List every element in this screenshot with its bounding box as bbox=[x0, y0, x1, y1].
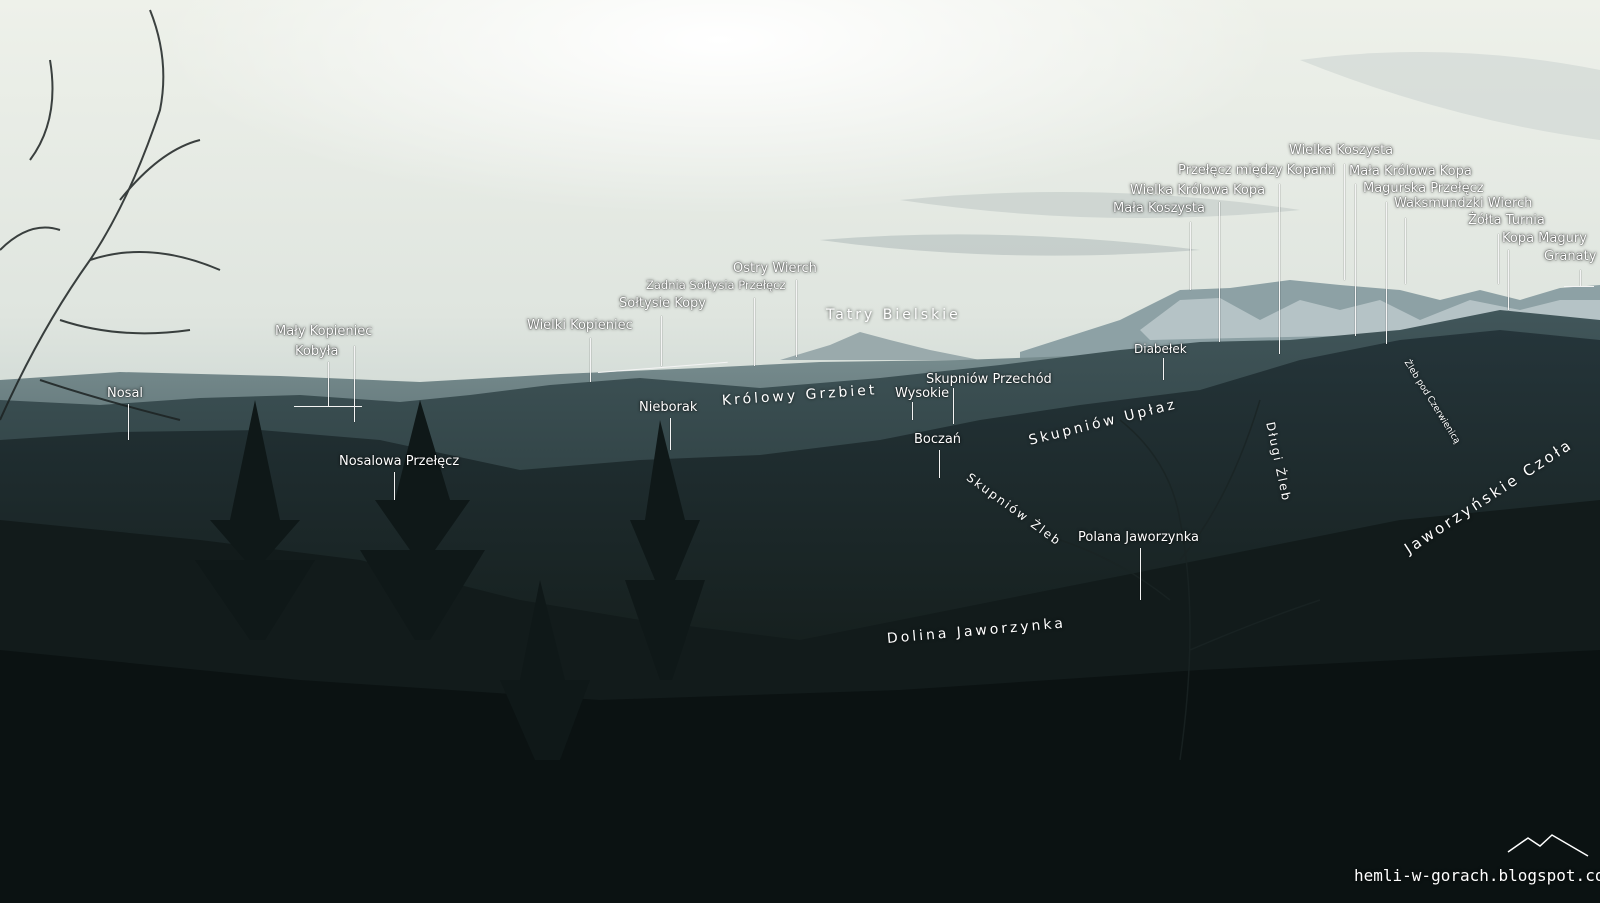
leader-maly-kopieniec bbox=[328, 362, 329, 406]
label-wielki-kopieniec: Wielki Kopieniec bbox=[527, 318, 633, 333]
leader-granaty bbox=[1580, 270, 1581, 286]
leader-soltysie-kopy bbox=[661, 316, 662, 366]
label-mala-krolowa-kopa: Mała Królowa Kopa bbox=[1349, 164, 1472, 179]
leader-granaty-base bbox=[1564, 286, 1594, 287]
label-polana-jaworzynka: Polana Jaworzynka bbox=[1078, 530, 1199, 545]
leader-polana-jaworzynka bbox=[1140, 548, 1141, 600]
leader-boczan bbox=[939, 450, 940, 478]
leader-wielki-kopieniec bbox=[590, 338, 591, 382]
leader-kopa-magury bbox=[1508, 250, 1509, 310]
leader-waksmundzki-wierch bbox=[1405, 218, 1406, 284]
label-nosal: Nosal bbox=[107, 386, 144, 401]
label-diabelek: Diabełek bbox=[1134, 342, 1187, 356]
label-zolta-turnia: Żółta Turnia bbox=[1468, 213, 1545, 228]
label-kobyla: Kobyła bbox=[295, 344, 339, 359]
label-kopa-magury: Kopa Magury bbox=[1502, 231, 1587, 246]
leader-nieborak bbox=[670, 418, 671, 450]
leader-wysokie bbox=[912, 402, 913, 420]
leader-zadnia-soltysia bbox=[754, 298, 755, 366]
leader-mala-koszysta bbox=[1190, 222, 1191, 290]
leader-kobyla bbox=[354, 346, 355, 422]
leader-magurska-przelecz bbox=[1386, 202, 1387, 344]
label-boczan: Boczań bbox=[914, 432, 962, 447]
label-zadnia-soltysia: Zadnia Sołtysia Przełęcz bbox=[646, 278, 786, 292]
label-ostry-wierch: Ostry Wierch bbox=[733, 261, 817, 276]
leader-skupniow-przechod bbox=[953, 388, 954, 424]
label-waksmundzki-wierch: Waksmundzki Wierch bbox=[1394, 196, 1533, 211]
label-magurska-przelecz: Magurska Przełęcz bbox=[1363, 181, 1484, 196]
label-przelecz-kopami: Przełęcz między Kopami bbox=[1178, 163, 1336, 178]
label-soltysie-kopy: Sołtysie Kopy bbox=[619, 296, 706, 311]
leader-ostry-wierch bbox=[796, 280, 797, 357]
leader-kopieniec-base bbox=[294, 406, 362, 407]
leader-nosalowa-przelecz bbox=[394, 472, 395, 500]
label-wysokie: Wysokie bbox=[895, 386, 950, 401]
label-nieborak: Nieborak bbox=[639, 400, 698, 415]
label-wielka-koszysta: Wielka Koszysta bbox=[1289, 143, 1394, 158]
leader-zolta-turnia bbox=[1498, 234, 1499, 284]
region-tatry-bielskie: Tatry Bielskie bbox=[826, 307, 961, 323]
leader-nosal bbox=[128, 404, 129, 440]
leader-przelecz-kopami bbox=[1279, 184, 1280, 354]
label-maly-kopieniec: Mały Kopieniec bbox=[275, 324, 373, 339]
leader-wielka-koszysta bbox=[1344, 164, 1345, 280]
label-wielka-krolowa-kopa: Wielka Królowa Kopa bbox=[1130, 183, 1266, 198]
watermark-mountain-icon bbox=[1507, 834, 1589, 857]
label-nosalowa-przelecz: Nosalowa Przełęcz bbox=[339, 454, 460, 469]
label-mala-koszysta: Mała Koszysta bbox=[1113, 201, 1205, 216]
leader-wielka-krolowa-kopa bbox=[1219, 202, 1220, 342]
label-granaty: Granaty bbox=[1544, 249, 1597, 264]
leader-diabelek bbox=[1163, 358, 1164, 380]
watermark-text: hemli-w-gorach.blogspot.com bbox=[1354, 866, 1600, 885]
label-skupniow-przechod: Skupniów Przechód bbox=[926, 372, 1052, 387]
leader-mala-krolowa-kopa bbox=[1355, 184, 1356, 336]
